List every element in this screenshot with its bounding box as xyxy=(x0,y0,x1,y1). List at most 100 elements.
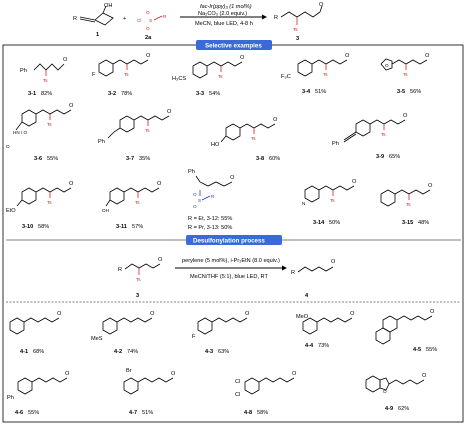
product-3-9: Ph Ts O 3-9 65% xyxy=(332,113,408,160)
yield: 58% xyxy=(38,224,49,230)
aldehyde-o: O xyxy=(292,371,297,377)
compound-id: 3-4 xyxy=(302,89,311,95)
yield: 63% xyxy=(218,349,229,355)
ts-label: Ts xyxy=(330,198,335,203)
product-4-1: O 4-1 68% xyxy=(9,311,62,355)
product-4-7: Br O 4-7 51% xyxy=(123,368,176,416)
yield: 55% xyxy=(47,156,58,162)
product-4-2: MeS O 4-2 74% xyxy=(91,311,155,355)
aldehyde-o: O xyxy=(167,109,172,115)
compound-id: 3-14 xyxy=(313,220,325,226)
aldehyde-o: O xyxy=(428,183,433,189)
product-r-label: R xyxy=(274,15,278,21)
svg-text:+: + xyxy=(123,16,126,22)
yield: 68% xyxy=(33,349,44,355)
product-4-3: F O 4-3 63% xyxy=(192,311,250,355)
product-4-6: Ph O 4-6 55% xyxy=(7,371,70,416)
svg-text:O: O xyxy=(146,26,150,31)
yield: 48% xyxy=(418,220,429,226)
aldehyde-o: O xyxy=(57,311,62,317)
compound-id: 4-1 xyxy=(20,349,28,355)
section-desulfonylation-title: Desulfonylation process xyxy=(193,238,265,245)
yield: 50% xyxy=(329,220,340,226)
aldehyde-o: O xyxy=(403,113,408,119)
aldehyde-o: O xyxy=(150,311,155,317)
substituent-label: H₃CS xyxy=(172,76,186,82)
compound-id: 3-11 xyxy=(116,224,127,230)
yield: 35% xyxy=(139,156,150,162)
compound-id: 4-6 xyxy=(15,410,23,416)
section-desulfonylation-header: Desulfonylation process xyxy=(186,235,282,245)
product-3-3: H₃CS Ts O 3-3 54% xyxy=(172,55,245,97)
product-r-label: R xyxy=(291,270,295,276)
yield: 56% xyxy=(410,89,421,95)
substituent-label: Ph xyxy=(20,68,27,74)
amide-label: HN / O xyxy=(13,130,27,135)
sulfonyl-r-label: R xyxy=(211,194,215,199)
cl-label: Cl xyxy=(137,18,141,23)
yield: 57% xyxy=(132,224,143,230)
catalyst-text: perylene (5 mol%), i-Pr₂EtN (8.0 equiv.) xyxy=(182,258,280,264)
aldehyde-o: O xyxy=(425,53,430,59)
svg-text:S: S xyxy=(198,198,201,203)
compound-id: 3-3 xyxy=(196,91,204,97)
product-3-8: HO Ts O 3-8 60% xyxy=(211,117,280,162)
conditions-text: MeCN/THF (5:1), blue LED, RT xyxy=(190,274,268,280)
yield: 73% xyxy=(318,343,329,349)
compound-id: 3-6 xyxy=(34,156,42,162)
product-4-4: MeO O 4-4 73% xyxy=(296,311,355,349)
compound-id: 3-5 xyxy=(397,89,405,95)
yield: 55% xyxy=(426,347,437,353)
substituent-label: HO xyxy=(211,142,220,148)
reaction-arrow: fac-Ir(ppy)₃ (1 mol%) Na₂CO₃ (2.0 equiv.… xyxy=(180,4,267,27)
compound-3-label: 3 xyxy=(136,293,139,299)
ts-label: Ts xyxy=(47,122,52,127)
desulfonylation-reaction: R Ts O 3 perylene (5 mol%), i-Pr₂EtN (8.… xyxy=(118,257,336,299)
product-3-10: EtO Ts O 3-10 58% xyxy=(6,181,74,230)
aldehyde-o: O xyxy=(69,103,74,109)
product-3-1: Ph Ts O 3-1 82% xyxy=(20,57,68,97)
substituent-label: Ph xyxy=(332,141,339,147)
sulfonyl-chloride-2a: Cl S O O R 2a xyxy=(137,10,167,41)
substituent-label: Ph xyxy=(98,139,105,145)
aldehyde-o: O xyxy=(273,117,278,123)
compound-id: 3-2 xyxy=(108,91,116,97)
yield: 51% xyxy=(315,89,326,95)
compound-id: 3-15 xyxy=(402,220,413,226)
svg-text:S: S xyxy=(149,18,152,23)
aldehyde-o: O xyxy=(430,309,435,315)
product-4-8: Cl Cl O 4-8 58% xyxy=(235,371,297,416)
aldehyde-o: O xyxy=(230,175,235,181)
top-reaction: OH R 1 + Cl S O O R 2a fac-Ir(ppy)₃ (1 m… xyxy=(73,2,324,42)
aldehyde-o: O xyxy=(158,257,163,263)
aldehyde-o: O xyxy=(157,181,162,187)
compound-1-label: 1 xyxy=(96,32,99,38)
aldehyde-o: O xyxy=(245,311,250,317)
compound-id: 4-7 xyxy=(129,410,137,416)
aldehyde-o: O xyxy=(350,311,355,317)
compound-3-label: 3 xyxy=(296,36,299,42)
yield: 74% xyxy=(127,349,138,355)
ts-label: Ts xyxy=(406,202,411,207)
substituent-label: MeS xyxy=(91,336,103,342)
product-3-4: F₃C Ts O 3-4 51% xyxy=(281,53,350,95)
compound-id: 3-8 xyxy=(256,156,264,162)
substituent-label: EtO xyxy=(6,208,16,214)
r-label: R xyxy=(73,16,77,22)
ts-label: Ts xyxy=(47,200,52,205)
conditions-text: MeCN, blue LED, 4-8 h xyxy=(195,21,253,27)
chloro-label-1: Cl xyxy=(235,379,240,385)
aldehyde-o: O xyxy=(146,53,151,59)
chloro-label-2: Cl xyxy=(235,392,240,398)
aldehyde-o: O xyxy=(319,2,324,8)
ts-label: Ts xyxy=(293,27,298,32)
ts-label: Ts xyxy=(323,72,328,77)
ts-label: Ts xyxy=(124,72,129,77)
compound-3-13-label: R = Pr, 3-13: 50% xyxy=(188,225,232,231)
aldehyde-o: O xyxy=(69,181,74,187)
pyridine-n: N xyxy=(302,201,305,206)
amide-o: O xyxy=(6,144,10,149)
oh-label: OH xyxy=(104,3,112,9)
ph-label: Ph xyxy=(188,169,195,175)
